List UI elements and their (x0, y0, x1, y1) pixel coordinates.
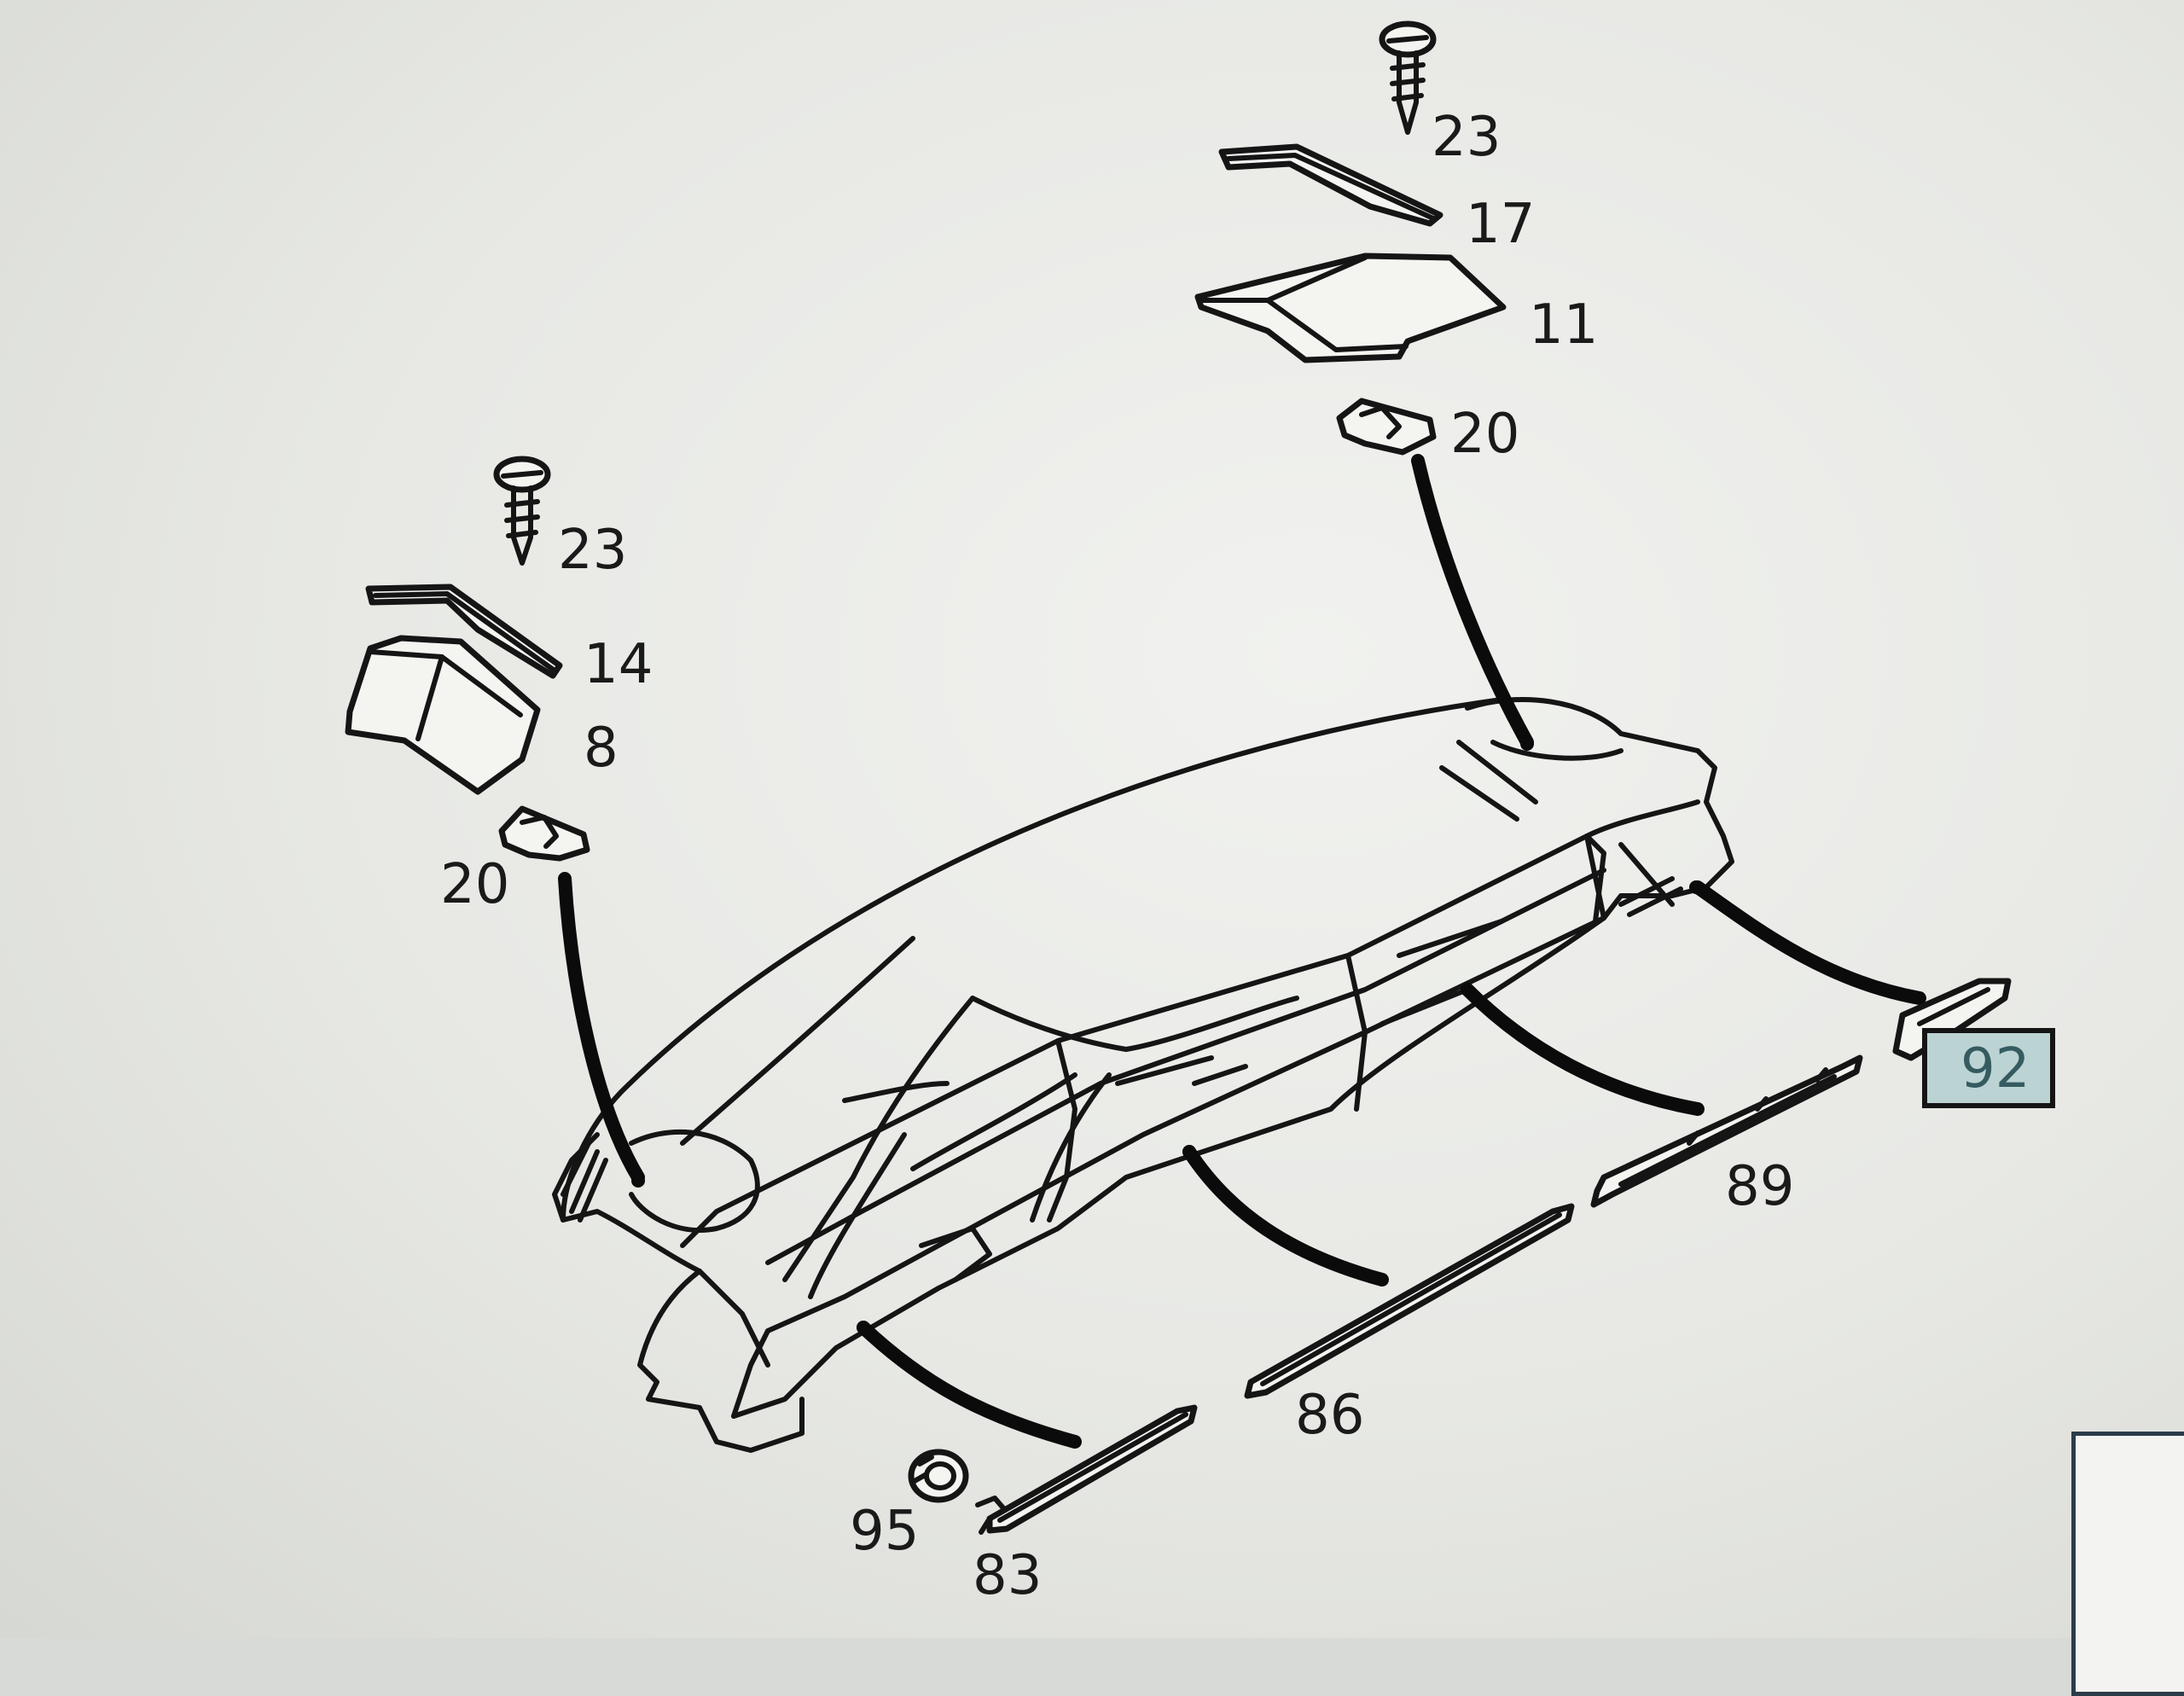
clip-20-left[interactable] (498, 805, 590, 862)
callout-89[interactable]: 89 (1725, 1155, 1794, 1218)
leader-lines (558, 454, 1926, 1449)
grommet-95[interactable] (908, 1449, 969, 1503)
trim-strip-86[interactable] (1244, 1203, 1575, 1399)
callout-92: 92 (1960, 1037, 2030, 1101)
callout-95[interactable]: 95 (850, 1500, 919, 1563)
trim-strip-83[interactable] (975, 1404, 1198, 1535)
callout-8[interactable]: 8 (584, 717, 619, 780)
trim-strip-89[interactable] (1590, 1054, 1863, 1208)
callout-23-top[interactable]: 23 (1432, 106, 1501, 169)
cover-8[interactable] (345, 635, 541, 795)
adjacent-panel-frame (2071, 1432, 2184, 1696)
trim-strip-14[interactable] (365, 584, 563, 679)
callout-20-right[interactable]: 20 (1450, 403, 1519, 466)
callout-14[interactable]: 14 (584, 633, 653, 696)
clip-20-right[interactable] (1336, 398, 1437, 456)
callout-11[interactable]: 11 (1529, 293, 1598, 357)
callout-83[interactable]: 83 (973, 1544, 1042, 1607)
screw-23-top[interactable] (1379, 20, 1437, 135)
dashboard-carrier[interactable] (552, 697, 1734, 1453)
trim-strip-17[interactable] (1218, 143, 1443, 227)
cover-11[interactable] (1194, 253, 1507, 363)
callout-23-left[interactable]: 23 (558, 519, 627, 582)
parts-diagram: 23 17 11 20 23 14 8 20 (345, 20, 2055, 1607)
leader-dots (631, 737, 1703, 1334)
callout-86[interactable]: 86 (1295, 1384, 1364, 1447)
selected-callout-92[interactable]: 92 (1922, 1028, 2055, 1108)
callout-17[interactable]: 17 (1466, 193, 1535, 256)
screw-23-left[interactable] (493, 456, 551, 566)
callout-20-left[interactable]: 20 (440, 853, 509, 916)
